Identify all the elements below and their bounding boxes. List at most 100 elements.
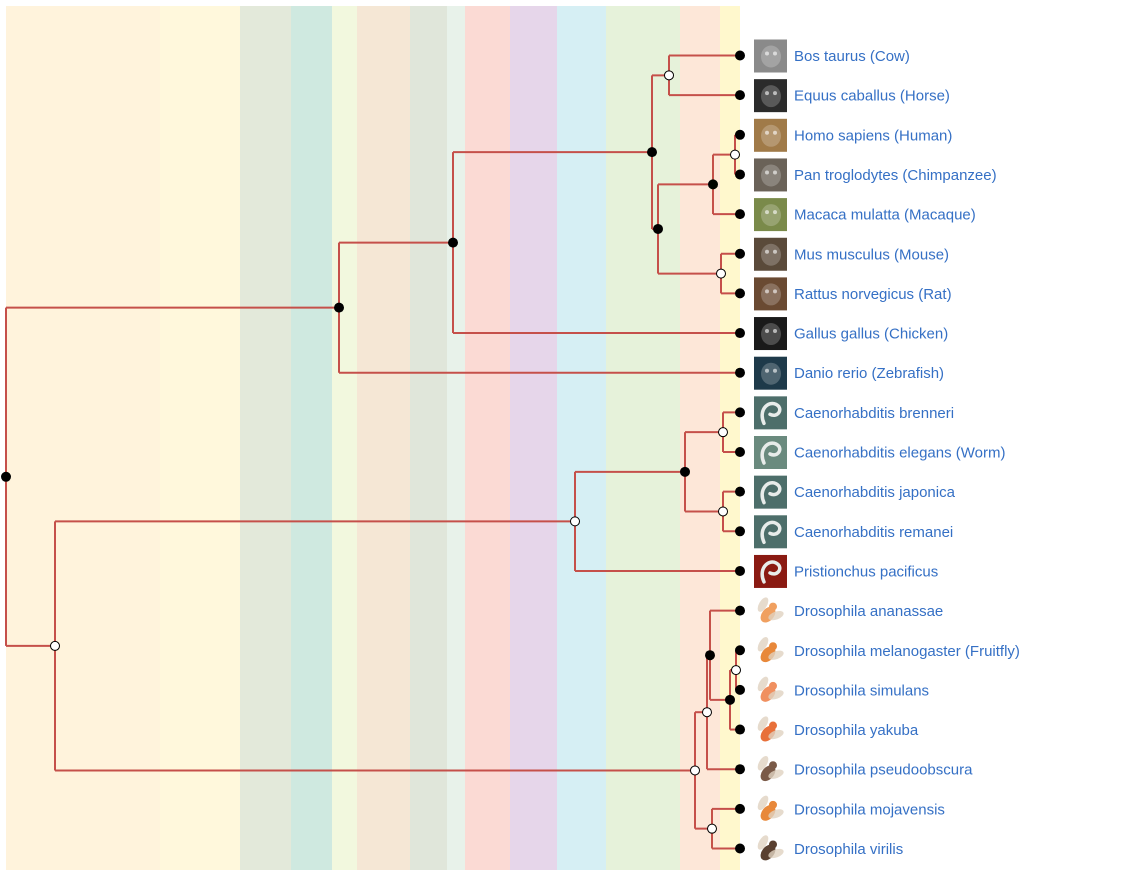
worm-icon	[754, 554, 787, 588]
duplication-node[interactable]	[664, 70, 674, 81]
leaf-node[interactable]	[735, 724, 745, 735]
species-label[interactable]: Pristionchus pacificus	[794, 563, 938, 580]
clade-band	[680, 6, 720, 870]
leaf-node[interactable]	[735, 803, 745, 814]
leaf-node[interactable]	[735, 645, 745, 656]
clade-band	[357, 6, 410, 870]
clade-band	[606, 6, 680, 870]
leaf-node[interactable]	[735, 129, 745, 140]
duplication-node[interactable]	[690, 765, 700, 776]
leaf-node[interactable]	[735, 526, 745, 537]
fly-icon	[754, 594, 787, 628]
leaf-node[interactable]	[735, 90, 745, 101]
worm-icon	[754, 475, 787, 509]
cow-icon	[754, 39, 787, 73]
clade-band	[332, 6, 357, 870]
horse-icon	[754, 79, 787, 113]
species-label[interactable]: Equus caballus (Horse)	[794, 88, 950, 105]
duplication-node[interactable]	[702, 707, 712, 718]
fly-icon	[754, 832, 787, 866]
species-label[interactable]: Caenorhabditis remanei	[794, 524, 953, 541]
species-label[interactable]: Drosophila virilis	[794, 841, 903, 858]
duplication-node[interactable]	[730, 149, 740, 160]
species-label[interactable]: Macaca mulatta (Macaque)	[794, 207, 976, 224]
mouse-icon	[754, 237, 787, 271]
speciation-node[interactable]	[725, 694, 735, 705]
human-icon	[754, 118, 787, 152]
speciation-node[interactable]	[653, 223, 663, 234]
duplication-node[interactable]	[718, 427, 728, 438]
species-label[interactable]: Danio rerio (Zebrafish)	[794, 365, 944, 382]
species-label[interactable]: Caenorhabditis elegans (Worm)	[794, 445, 1006, 462]
species-label[interactable]: Drosophila simulans	[794, 682, 929, 699]
species-label[interactable]: Bos taurus (Cow)	[794, 48, 910, 65]
species-label[interactable]: Rattus norvegicus (Rat)	[794, 286, 952, 303]
leaf-node[interactable]	[735, 843, 745, 854]
clade-band	[291, 6, 332, 870]
species-label[interactable]: Drosophila ananassae	[794, 603, 943, 620]
clade-background-bands	[6, 6, 740, 870]
clade-band	[557, 6, 606, 870]
duplication-node[interactable]	[570, 516, 580, 527]
leaf-node[interactable]	[735, 565, 745, 576]
leaf-node[interactable]	[735, 447, 745, 457]
leaf-node[interactable]	[735, 367, 745, 378]
speciation-node[interactable]	[448, 237, 458, 248]
fly-icon	[754, 634, 787, 668]
leaf-node[interactable]	[735, 288, 745, 299]
leaf-node[interactable]	[735, 209, 745, 220]
chimpanzee-icon	[754, 158, 787, 192]
clade-band	[510, 6, 557, 870]
duplication-node[interactable]	[731, 665, 741, 676]
fly-icon	[754, 753, 787, 787]
species-label[interactable]: Gallus gallus (Chicken)	[794, 326, 948, 343]
leaf-node[interactable]	[735, 764, 745, 775]
duplication-node[interactable]	[716, 268, 726, 279]
leaf-node[interactable]	[735, 486, 745, 497]
leaf-node[interactable]	[735, 605, 745, 616]
zebrafish-icon	[754, 356, 787, 390]
leaf-node[interactable]	[735, 50, 745, 61]
rat-icon	[754, 277, 787, 311]
clade-band	[447, 6, 465, 870]
worm-icon	[754, 436, 787, 469]
speciation-node[interactable]	[1, 471, 11, 482]
species-label[interactable]: Drosophila melanogaster (Fruitfly)	[794, 643, 1020, 660]
leaf-node[interactable]	[735, 328, 745, 339]
chicken-icon	[754, 317, 787, 351]
speciation-node[interactable]	[708, 179, 718, 190]
species-label[interactable]: Drosophila yakuba	[794, 722, 919, 739]
species-label[interactable]: Caenorhabditis japonica	[794, 484, 956, 501]
species-label[interactable]: Mus musculus (Mouse)	[794, 246, 949, 263]
species-icons	[754, 39, 787, 866]
fly-icon	[754, 673, 787, 707]
species-label[interactable]: Pan troglodytes (Chimpanzee)	[794, 167, 997, 184]
species-labels: Bos taurus (Cow) Equus caballus (Horse) Ho…	[794, 48, 1020, 858]
species-label[interactable]: Homo sapiens (Human)	[794, 127, 952, 144]
species-label[interactable]: Caenorhabditis brenneri	[794, 405, 954, 422]
speciation-node[interactable]	[680, 466, 690, 477]
worm-icon	[754, 396, 787, 430]
species-label[interactable]: Drosophila mojavensis	[794, 801, 945, 818]
speciation-node[interactable]	[334, 302, 344, 313]
species-label[interactable]: Drosophila pseudoobscura	[794, 762, 973, 779]
speciation-node[interactable]	[647, 147, 657, 158]
leaf-node[interactable]	[735, 684, 745, 695]
leaf-node[interactable]	[735, 169, 745, 180]
tree-nodes	[1, 50, 745, 854]
duplication-node[interactable]	[50, 640, 60, 651]
clade-band	[465, 6, 510, 870]
duplication-node[interactable]	[707, 823, 717, 834]
clade-band	[240, 6, 291, 870]
clade-band	[410, 6, 447, 870]
clade-band	[6, 6, 160, 870]
worm-icon	[754, 515, 787, 549]
clade-band	[160, 6, 240, 870]
leaf-node[interactable]	[735, 407, 745, 418]
fly-icon	[754, 792, 787, 826]
duplication-node[interactable]	[718, 506, 728, 517]
speciation-node[interactable]	[705, 650, 715, 661]
leaf-node[interactable]	[735, 248, 745, 259]
fly-icon	[754, 713, 787, 747]
